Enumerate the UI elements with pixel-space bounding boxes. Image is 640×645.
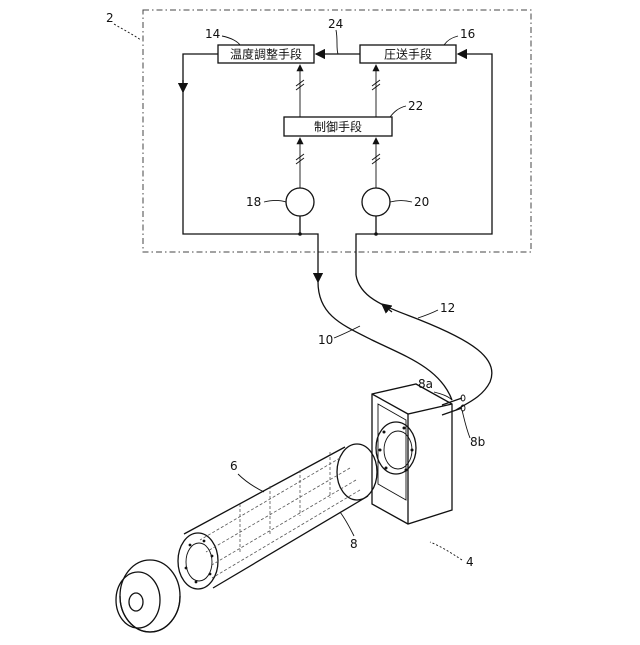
temperature-block-label: 温度調整手段 — [230, 47, 302, 62]
end-cap — [116, 560, 180, 632]
pump-block: 圧送手段 — [360, 45, 456, 63]
mounting-block — [372, 384, 465, 524]
temperature-block: 温度調整手段 — [218, 45, 314, 63]
control-block: 制御手段 — [284, 117, 392, 136]
label-8b: 8b — [470, 435, 485, 449]
label-12: 12 — [440, 301, 455, 315]
pump-block-label: 圧送手段 — [384, 47, 432, 62]
label-4: 4 — [466, 555, 474, 569]
label-16: 16 — [460, 27, 475, 41]
label-14: 14 — [205, 27, 220, 41]
label-18: 18 — [246, 195, 261, 209]
label-24: 24 — [328, 17, 343, 31]
control-block-label: 制御手段 — [314, 119, 362, 134]
label-22: 22 — [408, 99, 423, 113]
label-8a: 8a — [418, 377, 433, 391]
label-6: 6 — [230, 459, 238, 473]
label-8: 8 — [350, 537, 358, 551]
sensor-20 — [362, 188, 390, 216]
sensor-18 — [286, 188, 314, 216]
reference-labels: 2 14 16 24 22 18 20 10 12 8a 8b 6 8 4 — [106, 11, 485, 569]
label-10: 10 — [318, 333, 333, 347]
roller — [178, 444, 377, 589]
label-2: 2 — [106, 11, 114, 25]
label-20: 20 — [414, 195, 429, 209]
